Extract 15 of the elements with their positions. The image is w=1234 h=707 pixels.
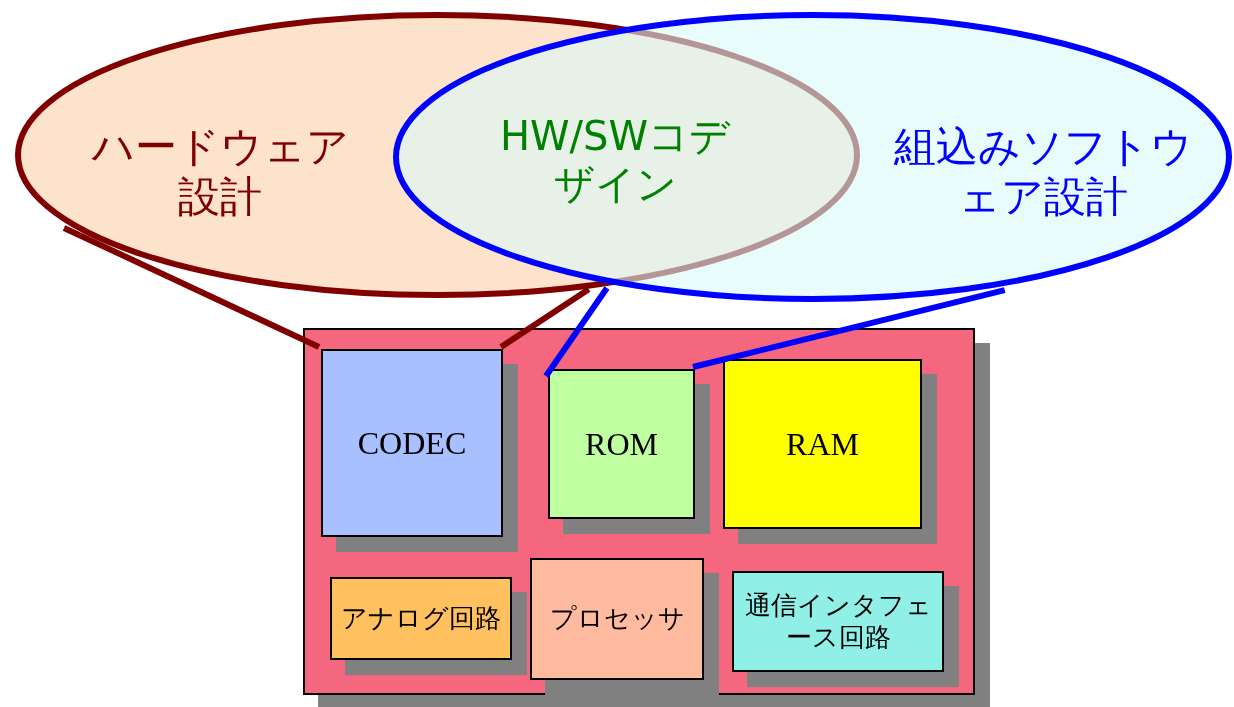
overlap-label: HW/SWコデザイン — [498, 112, 732, 209]
block-label: 通信インタフェース回路 — [743, 589, 933, 654]
block-label: ROM — [584, 424, 659, 464]
callout-line — [543, 286, 610, 378]
block-label: CODEC — [356, 423, 468, 463]
block-label: アナログ回路 — [340, 601, 502, 635]
ellipse-label: ハードウェア設計 — [90, 120, 350, 223]
callout-line — [499, 286, 591, 350]
callout-line — [692, 287, 1006, 370]
ellipse — [15, 12, 860, 298]
ellipse — [393, 12, 1232, 302]
ellipse-label: 組込みソフトウェア設計 — [893, 120, 1193, 223]
callout-line — [62, 225, 321, 350]
block-label: RAM — [785, 424, 860, 464]
block-label: プロセッサ — [548, 602, 686, 636]
